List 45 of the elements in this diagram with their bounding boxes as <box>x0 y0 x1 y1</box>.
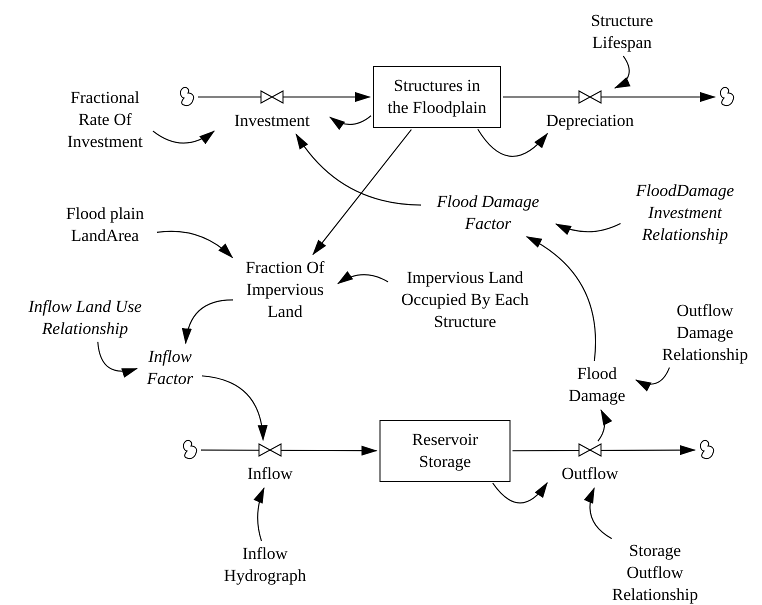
stock-box: Structures in the Floodplain <box>373 66 501 128</box>
arrow <box>201 446 378 456</box>
variable-label: Inflow Land Use Relationship <box>10 296 160 340</box>
variable-label: Outflow Damage Relationship <box>650 300 760 366</box>
stock-box: Reservoir Storage <box>380 420 510 482</box>
cloud-symbol <box>718 86 736 108</box>
variable-label: Structure Lifespan <box>582 10 662 54</box>
variable-label: Inflow Hydrograph <box>218 542 312 588</box>
arrow <box>329 115 372 130</box>
flow-label: Outflow <box>562 463 618 485</box>
flow-label: Depreciation <box>546 110 634 132</box>
arrow <box>152 130 215 144</box>
arrow <box>296 133 422 206</box>
variable-label: Fractional Rate Of Investment <box>59 86 151 154</box>
arrow <box>156 230 234 258</box>
arrow <box>182 299 234 344</box>
flow-label: Investment <box>234 110 310 132</box>
arrow <box>555 222 621 235</box>
arrow <box>97 342 138 378</box>
arrow <box>202 375 267 442</box>
flow-label: Inflow <box>247 463 293 485</box>
cloud-symbol <box>698 439 716 461</box>
arrow <box>598 409 612 442</box>
arrow <box>512 445 696 456</box>
arrow <box>635 367 670 391</box>
arrow <box>477 128 548 157</box>
variable-label: Flood Damage <box>561 362 633 408</box>
variable-label: Flood plain LandArea <box>55 202 155 248</box>
arrow <box>492 482 548 504</box>
variable-label: Fraction Of Impervious Land <box>235 256 335 324</box>
variable-label: Impervious Land Occupied By Each Structure <box>390 266 540 334</box>
arrow <box>614 56 631 88</box>
cloud-symbol <box>178 86 196 108</box>
variable-label: Storage Outflow Relationship <box>605 540 705 605</box>
cloud-symbol <box>181 439 199 461</box>
arrow <box>584 487 612 540</box>
variable-label: Flood Damage Factor <box>423 190 553 236</box>
variable-label: FloodDamage Investment Relationship <box>622 180 748 246</box>
arrow <box>526 236 596 361</box>
arrow <box>337 271 388 284</box>
arrow <box>198 92 371 102</box>
arrow <box>312 129 412 256</box>
arrow <box>503 92 716 102</box>
arrow <box>254 487 265 542</box>
variable-label: Inflow Factor <box>140 346 200 390</box>
